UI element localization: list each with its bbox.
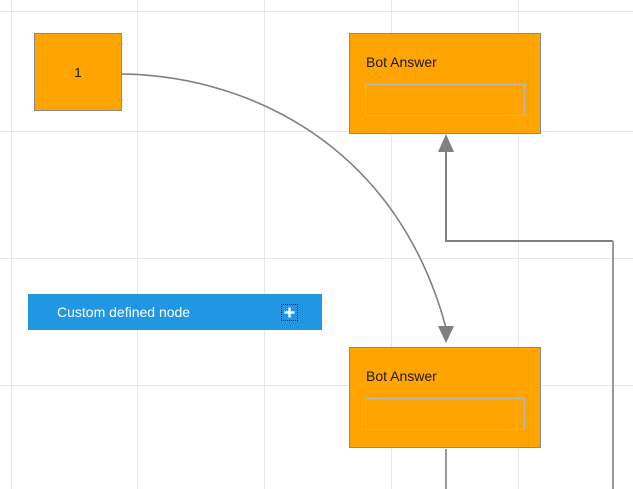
node-bot-answer-bottom[interactable]: Bot Answer xyxy=(349,347,541,448)
node-bot-answer-bottom-slot[interactable] xyxy=(365,398,525,430)
node-start-label: 1 xyxy=(74,64,82,80)
custom-defined-node-label: Custom defined node xyxy=(57,304,191,320)
node-bot-answer-bottom-title: Bot Answer xyxy=(366,368,437,384)
custom-defined-node-bar[interactable]: Custom defined node xyxy=(28,294,322,330)
plus-icon[interactable] xyxy=(281,303,298,321)
arrow-head-down-icon xyxy=(438,326,454,343)
node-start[interactable]: 1 xyxy=(34,33,122,111)
edge-loop-to-bot-top[interactable] xyxy=(445,148,613,242)
arrow-head-up-icon xyxy=(438,134,454,152)
node-bot-answer-top[interactable]: Bot Answer xyxy=(349,33,541,134)
edge-start-to-bot-bottom[interactable] xyxy=(121,73,447,329)
node-bot-answer-top-slot[interactable] xyxy=(365,84,525,116)
node-bot-answer-top-title: Bot Answer xyxy=(366,54,437,70)
